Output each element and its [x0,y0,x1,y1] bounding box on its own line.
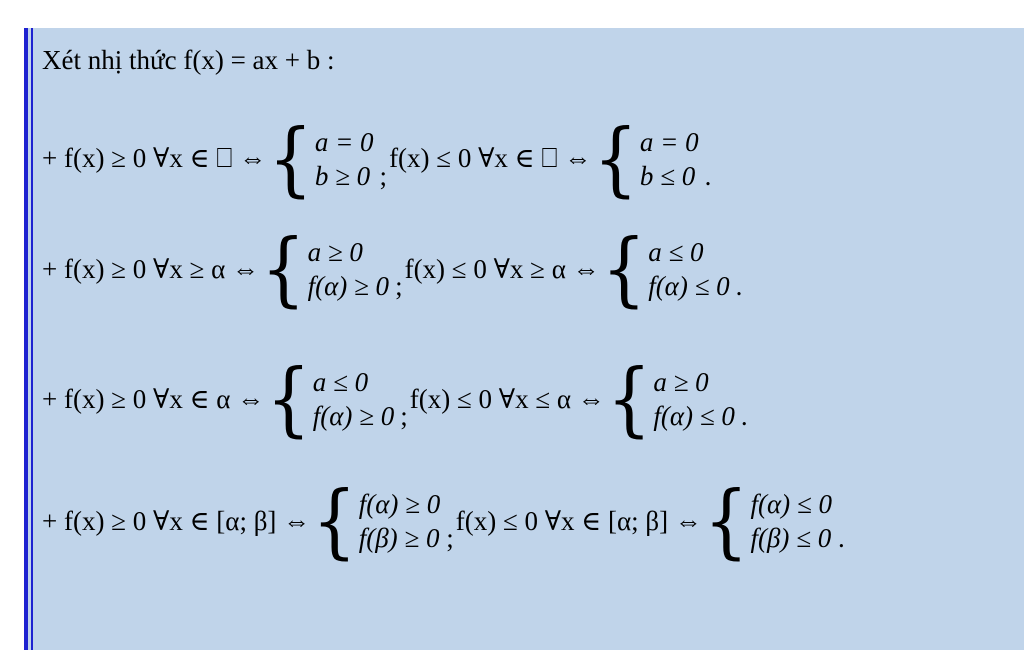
row2-sys2-line2: f(α) ≤ 0 [648,271,730,301]
row4-sys2-line2: f(β) ≤ 0 [750,523,832,553]
row1-condition-nonneg: + f(x) ≥ 0 ∀x ∈ ⎕ ⇔ [42,143,267,173]
row2-sys1-line1: a ≥ 0 [307,237,363,267]
brace: { [266,351,311,447]
row1-sys1-line2: b ≥ 0 [314,161,371,191]
row1-sys1-line1: a = 0 [314,127,374,157]
formula-content: Xét nhị thức f(x) = ax + b : + f(x) ≥ 0 … [42,28,1024,650]
row2-end: . [735,271,743,301]
row1-end: . [704,161,712,191]
row1-sys2-line2: b ≤ 0 [639,161,696,191]
row4-sys1-line2: f(β) ≥ 0 [358,523,440,553]
row3-system-2: { a ≥ 0 f(α) ≤ 0 [607,359,735,440]
row4-system-1: { f(α) ≥ 0 f(β) ≥ 0 [312,481,441,562]
row3-sys2-line1: a ≥ 0 [653,367,709,397]
row1-condition-nonpos: f(x) ≤ 0 ∀x ∈ ⎕ ⇔ [389,143,592,173]
brace: { [601,221,647,317]
row3-condition-nonpos: f(x) ≤ 0 ∀x ≤ α ⇔ [409,383,605,414]
row4-sys1-line1: f(α) ≥ 0 [358,489,441,519]
brace: { [261,221,306,317]
row4-separator: ; [446,523,454,553]
row1-system-1: { a = 0 b ≥ 0 [268,119,374,200]
brace: { [606,351,652,447]
row3-sys1-line1: a ≤ 0 [312,367,369,397]
row4-condition-nonneg: + f(x) ≥ 0 ∀x ∈ [α; β] ⇔ [42,505,311,536]
formula-row-4: + f(x) ≥ 0 ∀x ∈ [α; β] ⇔ { f(α) ≥ 0 f(β)… [42,481,847,562]
row3-end: . [740,401,748,431]
row3-sys1-line2: f(α) ≥ 0 [312,401,395,431]
row4-condition-nonpos: f(x) ≤ 0 ∀x ∈ [α; β] ⇔ [455,505,702,536]
left-border-bar-inner [31,28,33,650]
row4-system-2: { f(α) ≤ 0 f(β) ≤ 0 [704,481,832,562]
formula-box: Xét nhị thức f(x) = ax + b : + f(x) ≥ 0 … [24,28,1024,650]
row2-separator: ; [395,271,403,301]
row2-condition-nonneg: + f(x) ≥ 0 ∀x ≥ α ⇔ [42,253,260,284]
row3-separator: ; [400,401,408,431]
row1-separator: ; [379,161,388,191]
formula-row-2: + f(x) ≥ 0 ∀x ≥ α ⇔ { a ≥ 0 f(α) ≥ 0 ; f… [42,229,744,310]
row3-sys2-line2: f(α) ≤ 0 [653,401,735,431]
row2-system-2: { a ≤ 0 f(α) ≤ 0 [602,229,730,310]
row2-condition-nonpos: f(x) ≤ 0 ∀x ≥ α ⇔ [404,253,600,284]
row2-sys2-line1: a ≤ 0 [648,237,704,267]
row3-condition-nonneg: + f(x) ≥ 0 ∀x ∈ α ⇔ [42,383,265,414]
left-border-bar [24,28,28,650]
brace: { [703,473,749,569]
brace: { [312,473,357,569]
intro-line: Xét nhị thức f(x) = ax + b : [42,45,335,75]
row2-sys1-line2: f(α) ≥ 0 [307,271,390,301]
formula-row-1: + f(x) ≥ 0 ∀x ∈ ⎕ ⇔ { a = 0 b ≥ 0 ; f(x)… [42,119,713,200]
row1-system-2: { a = 0 b ≤ 0 [593,119,699,200]
row3-system-1: { a ≤ 0 f(α) ≥ 0 [266,359,395,440]
brace: { [268,111,313,207]
formula-row-3: + f(x) ≥ 0 ∀x ∈ α ⇔ { a ≤ 0 f(α) ≥ 0 ; f… [42,359,750,440]
row4-end: . [837,523,845,553]
row1-sys2-line1: a = 0 [639,127,699,157]
row2-system-1: { a ≥ 0 f(α) ≥ 0 [261,229,390,310]
brace: { [593,111,638,207]
row4-sys2-line1: f(α) ≤ 0 [750,489,832,519]
